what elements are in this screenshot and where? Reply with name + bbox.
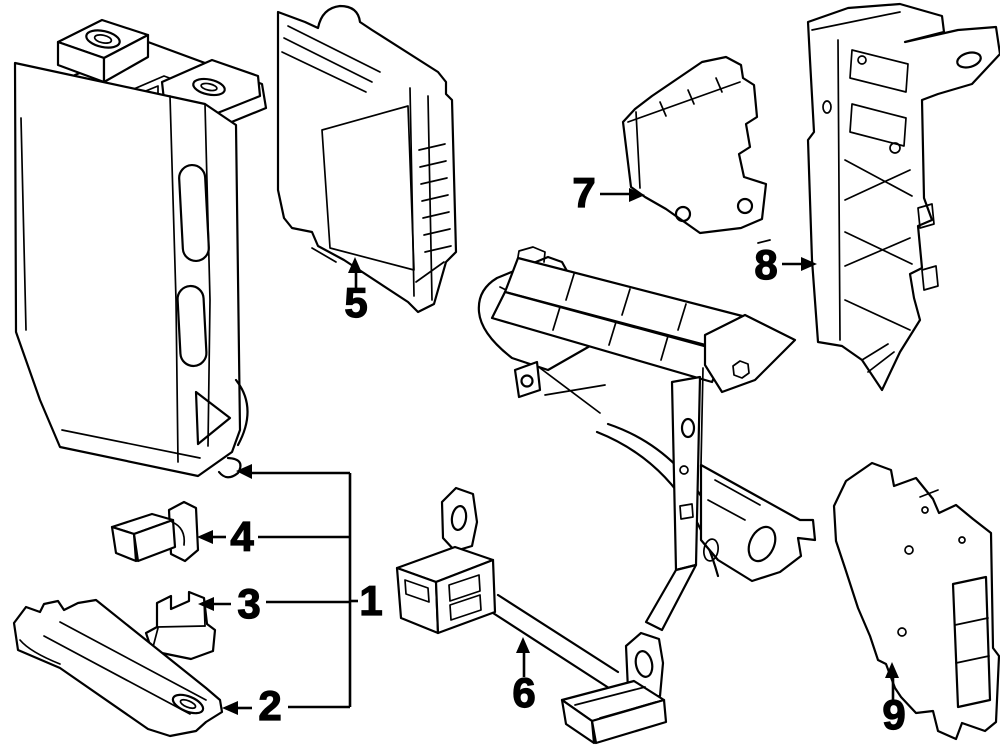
callout-8-label[interactable]: 8 xyxy=(754,240,779,288)
part-lower-cover xyxy=(12,598,224,738)
part-center-bracket xyxy=(395,246,817,745)
callout-3-label[interactable]: 3 xyxy=(237,579,262,627)
part-tall-bracket xyxy=(806,2,1000,392)
callout-7-label[interactable]: 7 xyxy=(572,168,597,216)
callout-7[interactable]: 7 xyxy=(572,168,645,217)
callout-5[interactable]: 5 xyxy=(344,257,369,327)
callout-2-label[interactable]: 2 xyxy=(258,681,283,729)
callout-9-label[interactable]: 9 xyxy=(882,690,907,738)
callout-1-label[interactable]: 1 xyxy=(359,576,384,624)
callout-4-label[interactable]: 4 xyxy=(230,512,255,560)
part-junction-block-assembly xyxy=(13,18,268,479)
part-junction-block-board xyxy=(276,4,458,314)
part-control-module xyxy=(832,461,1000,741)
callout-9[interactable]: 9 xyxy=(882,662,907,739)
callout-4[interactable]: 4 xyxy=(197,512,350,561)
callout-3[interactable]: 3 xyxy=(198,579,350,628)
callout-2[interactable]: 2 xyxy=(222,681,350,730)
callout-6-label[interactable]: 6 xyxy=(512,668,537,716)
callout-5-label[interactable]: 5 xyxy=(344,278,369,326)
callout-6[interactable]: 6 xyxy=(512,637,537,717)
callout-1[interactable]: 1 xyxy=(236,464,383,707)
part-bracket-clip xyxy=(144,590,217,661)
callout-8[interactable]: 8 xyxy=(754,240,817,289)
part-small-module xyxy=(621,55,771,244)
part-holder-clip xyxy=(110,500,200,563)
